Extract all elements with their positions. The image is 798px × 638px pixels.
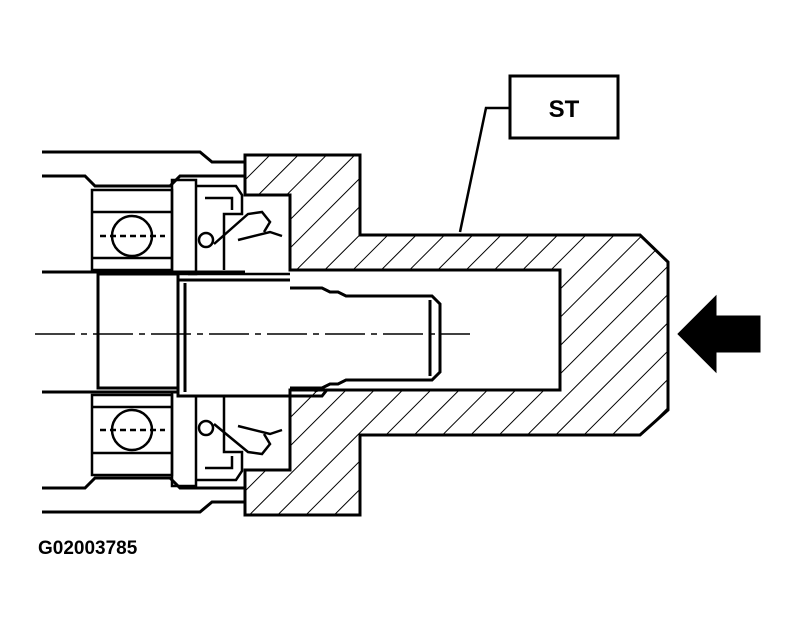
leader-line — [458, 106, 510, 233]
tool-label: ST — [549, 96, 580, 123]
shaft-tip — [290, 286, 442, 390]
housing — [42, 150, 245, 514]
oil-seal-upper — [170, 178, 290, 276]
bearing-upper — [90, 188, 174, 272]
bearing-lower — [90, 393, 174, 477]
tool-label-box — [508, 74, 620, 140]
reference-code: G02003785 — [38, 538, 138, 559]
arrow-left-icon — [677, 294, 761, 374]
